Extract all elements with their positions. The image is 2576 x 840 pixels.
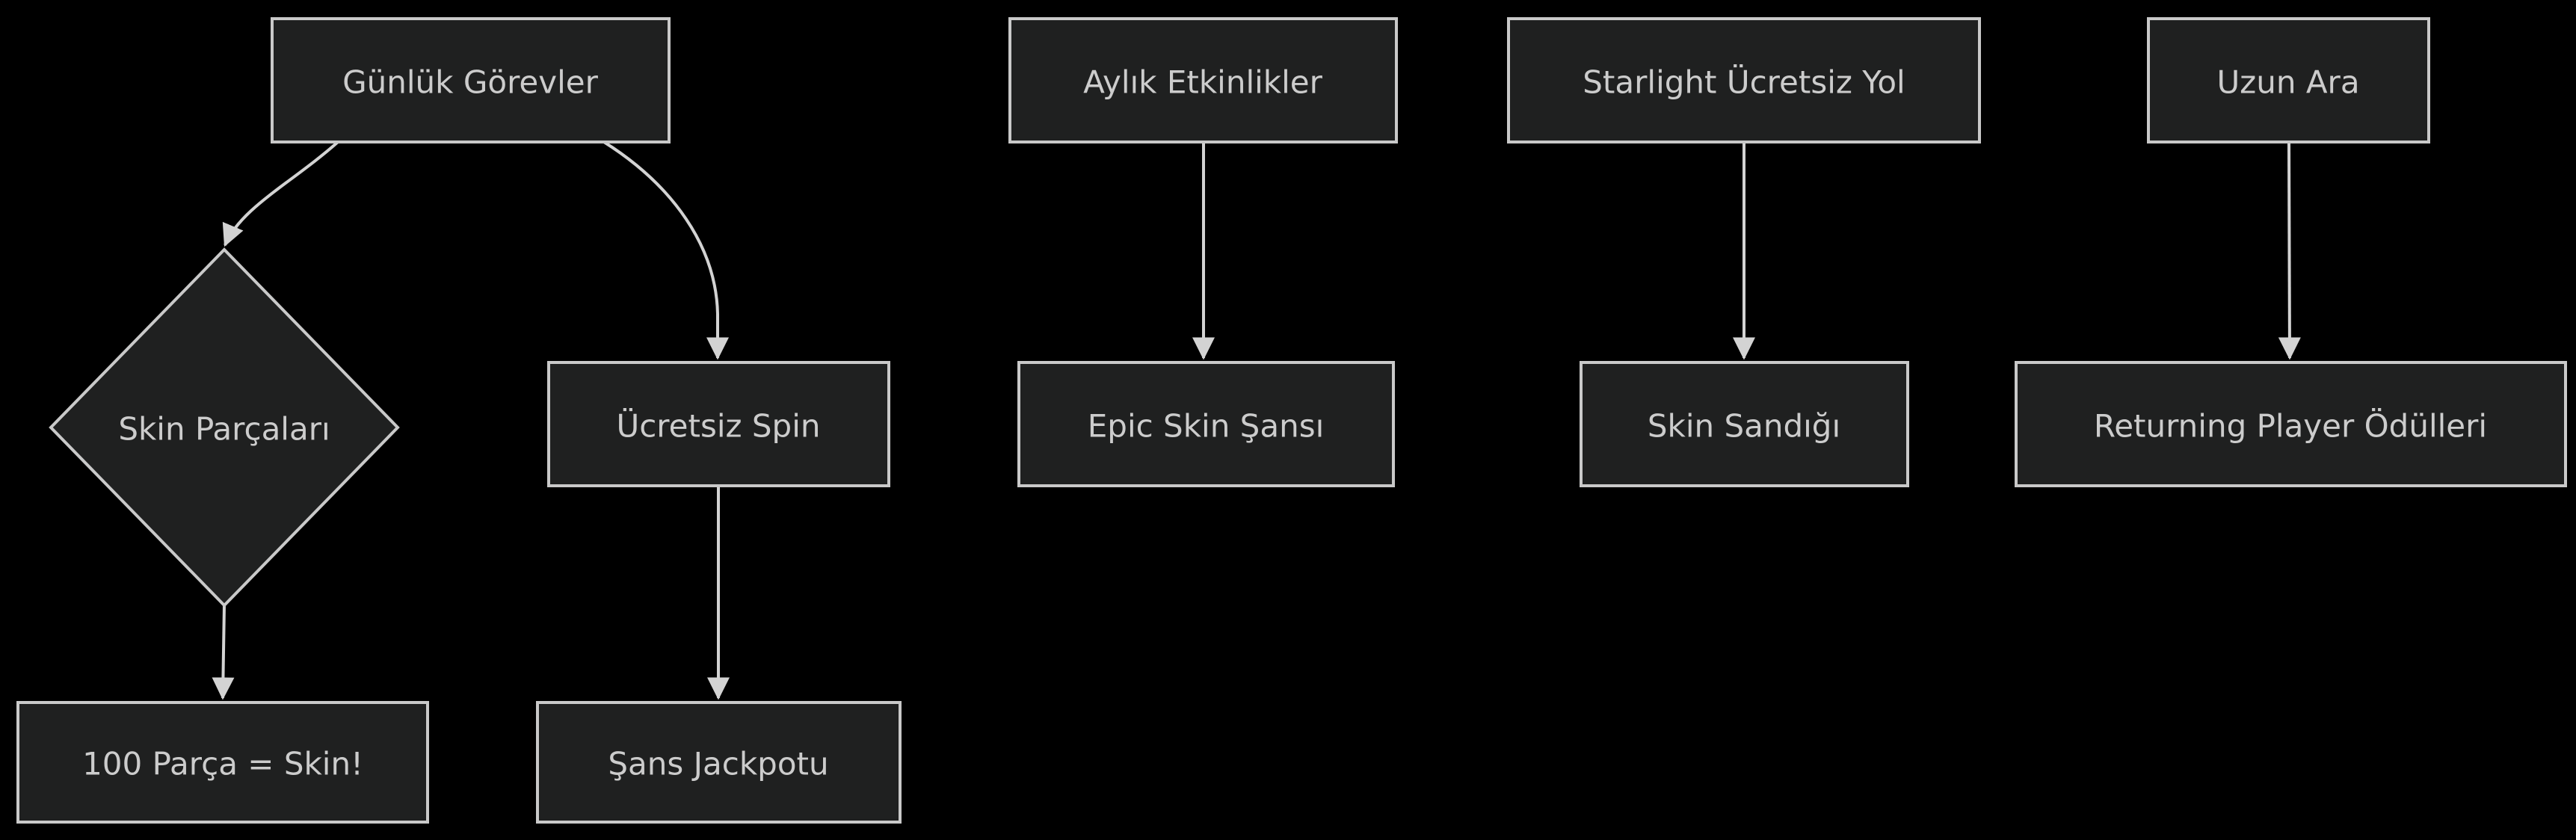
node-starlight-ucretsiz-yol-box xyxy=(1507,17,1981,143)
node-sans-jackpotu-label: Şans Jackpotu xyxy=(608,746,828,782)
node-skin-parcalari-label: Skin Parçaları xyxy=(118,411,330,448)
node-ucretsiz-spin-box xyxy=(547,361,890,487)
node-layer: Günlük Görevler Skin Parçaları Ücretsiz … xyxy=(16,17,2567,824)
node-uzun-ara-label: Uzun Ara xyxy=(2216,64,2359,101)
node-sans-jackpotu: Şans Jackpotu xyxy=(536,701,902,824)
edge-uzun-ara-to-returning-player xyxy=(2278,141,2301,360)
edge-layer xyxy=(212,140,2301,700)
node-aylik-etkinlikler-label: Aylık Etkinlikler xyxy=(1083,64,1323,101)
node-epic-skin-sansi-label: Epic Skin Şansı xyxy=(1088,408,1325,445)
node-aylik-etkinlikler: Aylık Etkinlikler xyxy=(1008,17,1398,143)
node-skin-parcalari-decision: Skin Parçaları xyxy=(49,247,400,608)
node-ucretsiz-spin-label: Ücretsiz Spin xyxy=(616,407,820,445)
node-starlight-ucretsiz-yol-label: Starlight Ücretsiz Yol xyxy=(1583,64,1905,101)
node-epic-skin-sansi-box xyxy=(1017,361,1395,487)
node-skin-sandigi-label: Skin Sandığı xyxy=(1648,408,1840,445)
node-returning-player-odulleri-label: Returning Player Ödülleri xyxy=(2094,407,2487,445)
node-gunluk-gorevler-label: Günlük Görevler xyxy=(342,64,599,101)
node-ucretsiz-spin: Ücretsiz Spin xyxy=(547,361,890,487)
node-100-parca-skin: 100 Parça = Skin! xyxy=(16,701,429,824)
edge-gunluk-gorevler-to-skin-parcalari xyxy=(222,140,339,247)
edge-gunluk-gorevler-to-ucretsiz-spin xyxy=(603,140,729,360)
node-gunluk-gorevler-box xyxy=(271,17,671,143)
edge-skin-parcalari-to-100-parca xyxy=(212,605,235,700)
node-skin-sandigi: Skin Sandığı xyxy=(1580,361,1909,487)
node-sans-jackpotu-box xyxy=(536,701,902,824)
node-aylik-etkinlikler-box xyxy=(1008,17,1398,143)
node-skin-parcalari-diamond xyxy=(49,247,400,608)
node-skin-sandigi-box xyxy=(1580,361,1909,487)
node-epic-skin-sansi: Epic Skin Şansı xyxy=(1017,361,1395,487)
node-100-parca-skin-box xyxy=(16,701,429,824)
node-returning-player-odulleri-box xyxy=(2015,361,2567,487)
node-100-parca-skin-label: 100 Parça = Skin! xyxy=(82,746,363,782)
node-uzun-ara: Uzun Ara xyxy=(2147,17,2430,143)
node-gunluk-gorevler: Günlük Görevler xyxy=(271,17,671,143)
node-uzun-ara-box xyxy=(2147,17,2430,143)
node-starlight-ucretsiz-yol: Starlight Ücretsiz Yol xyxy=(1507,17,1981,143)
node-returning-player-odulleri: Returning Player Ödülleri xyxy=(2015,361,2567,487)
